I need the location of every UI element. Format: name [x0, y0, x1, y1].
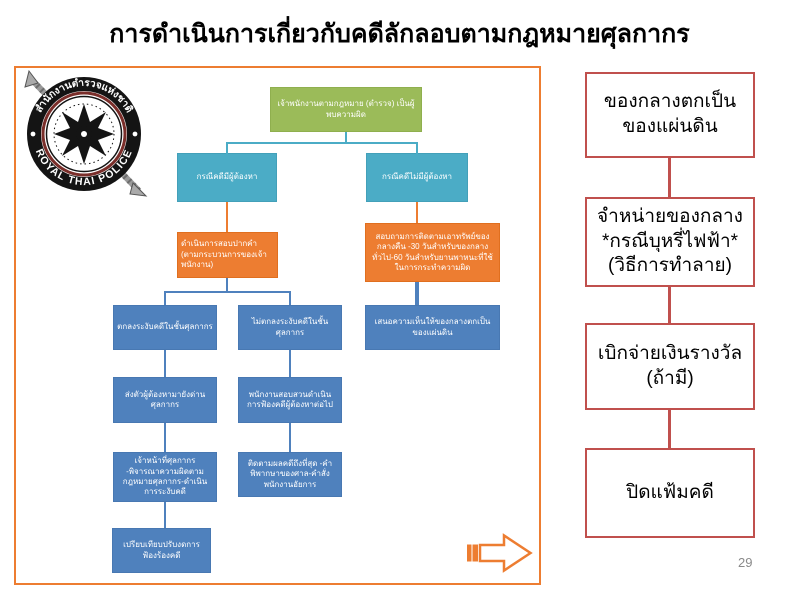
flow-node-fine-settlement: เปรียบเทียบปรับงดการฟ้องร้องคดี — [112, 528, 211, 573]
connector-line — [668, 158, 671, 197]
connector-line — [289, 291, 291, 305]
flow-node-agree-settle: ตกลงระงับคดีในชั้นศุลกากร — [113, 305, 217, 350]
connector-line — [164, 291, 166, 305]
connector-line — [289, 423, 291, 452]
garuda-emblem-icon — [54, 104, 114, 164]
connector-line — [226, 142, 228, 154]
connector-line — [226, 202, 228, 232]
connector-line — [345, 132, 347, 143]
right-box-state-property: ของกลางตกเป็นของแผ่นดิน — [585, 72, 755, 158]
flow-node-interrogation: ดำเนินการสอบปากคำ (ตามกระบวนการของเจ้าพน… — [177, 232, 278, 278]
flow-node-follow-case: ติดตามผลคดีถึงที่สุด -คำพิพากษาของศาล-คำ… — [238, 452, 342, 497]
flow-node-not-agree-settle: ไม่ตกลงระงับคดีในชั้นศุลกากร — [238, 305, 342, 350]
flow-node-propose-state: เสนอความเห็นให้ของกลางตกเป็นของแผ่นดิน — [365, 305, 500, 350]
page-number: 29 — [738, 555, 753, 570]
right-box-reward-payment: เบิกจ่ายเงินรางวัล (ถ้ามี) — [585, 323, 755, 410]
flow-node-with-suspect: กรณีคดีมีผู้ต้องหา — [177, 153, 277, 202]
connector-line — [415, 282, 419, 305]
connector-line — [416, 202, 418, 223]
connector-line — [289, 350, 291, 377]
connector-line — [668, 287, 671, 323]
royal-thai-police-logo: สำนักงานตำรวจแห่งชาติ ROYAL THAI POLICE — [24, 70, 148, 197]
flow-node-follow-up-property: สอบถามการติดตามเอาทรัพย์ของกลางคืน -30 ว… — [365, 223, 500, 282]
connector-line — [416, 142, 418, 154]
flow-node-without-suspect: กรณีคดีไม่มีผู้ต้องหา — [366, 153, 468, 202]
connector-line — [164, 350, 166, 377]
right-box-dispose-property: จำหน่ายของกลาง *กรณีบุหรี่ไฟฟ้า* (วิธีกา… — [585, 197, 755, 287]
next-slide-arrow-icon[interactable] — [466, 532, 534, 574]
connector-line — [164, 423, 166, 452]
connector-line — [164, 502, 166, 528]
connector-line — [668, 410, 671, 448]
connector-line — [164, 291, 291, 293]
right-box-close-case: ปิดแฟ้มคดี — [585, 448, 755, 538]
flow-node-prosecute: พนักงานสอบสวนดำเนินการฟ้องคดีผู้ต้องหาต่… — [238, 377, 342, 423]
flow-node-send-suspect: ส่งตัวผู้ต้องหามายังด่านศุลกากร — [113, 377, 217, 423]
connector-line — [226, 142, 418, 144]
slide-title: การดำเนินการเกี่ยวกับคดีลักลอบตามกฎหมายศ… — [109, 20, 690, 48]
flow-node-customs-officer: เจ้าหน้าที่ศุลกากร -พิจารณาความผิดตามกฎห… — [113, 452, 217, 502]
flow-node-start: เจ้าพนักงานตามกฎหมาย (ตำรวจ) เป็นผู้พบคว… — [270, 87, 422, 132]
emblem-maroon-ring — [41, 91, 127, 177]
connector-line — [226, 278, 228, 292]
